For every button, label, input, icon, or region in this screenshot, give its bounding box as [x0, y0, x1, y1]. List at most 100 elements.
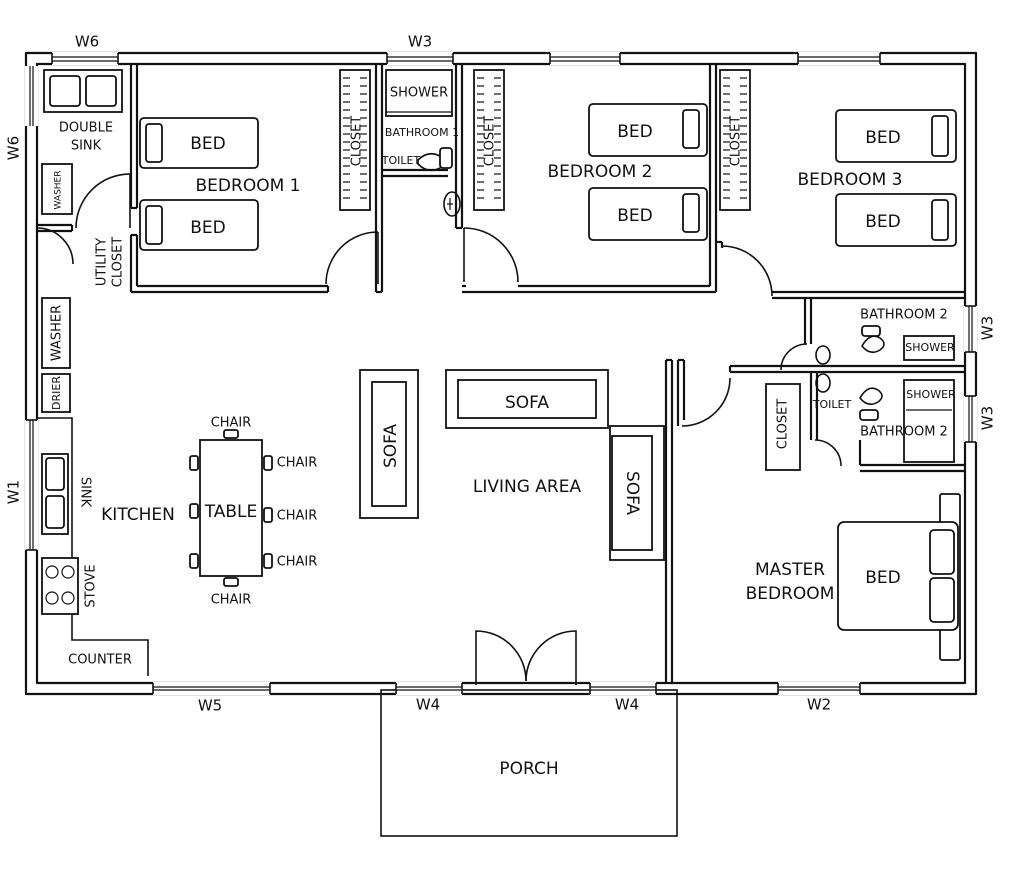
shower-bathroom1: [385, 69, 453, 117]
label-bathroom2-lower: BATHROOM 2: [860, 425, 948, 440]
label-bedroom3: BEDROOM 3: [798, 170, 903, 190]
label-chair-right-3: CHAIR: [277, 555, 318, 570]
bed-bedroom3-top: [835, 109, 957, 163]
drier: [41, 373, 71, 413]
sink-bathroom1: [443, 191, 461, 217]
label-chair-bottom: CHAIR: [211, 593, 252, 608]
closets: [339, 69, 801, 471]
label-bedroom2: BEDROOM 2: [548, 162, 653, 182]
windows: [25, 52, 977, 695]
label-window-w3-right-upper: W3: [979, 316, 997, 340]
dining-set: [189, 429, 273, 587]
bed-bedroom3-bottom: [835, 193, 957, 247]
washer: [41, 297, 71, 369]
label-shower-bath2a: SHOWER: [905, 341, 955, 354]
shower-bathroom2b: [903, 379, 955, 463]
interior-walls: [37, 64, 965, 683]
label-shower-bath1: SHOWER: [390, 86, 448, 101]
bed-bedroom1-top: [139, 117, 259, 169]
bed-bedroom1-bottom: [139, 199, 259, 251]
label-bed-b2-top: BED: [617, 122, 653, 142]
beds: [139, 103, 961, 661]
bathroom-fixtures: [385, 69, 955, 463]
label-sink: SINK: [78, 477, 93, 508]
label-closet-b1: CLOSET: [350, 116, 365, 167]
label-bed-b1-bottom: BED: [190, 218, 226, 238]
label-sofa-right: SOFA: [622, 471, 642, 515]
label-stove: STOVE: [84, 564, 99, 607]
label-kitchen: KITCHEN: [101, 505, 175, 525]
label-double-sink-1: DOUBLE: [59, 121, 113, 136]
label-bathroom2-upper: BATHROOM 2: [860, 308, 948, 323]
label-drier: DRIER: [50, 376, 63, 410]
label-window-w5: W5: [198, 697, 222, 715]
closet-bedroom1: [339, 69, 371, 211]
label-chair-top: CHAIR: [211, 416, 252, 431]
toilet-bathroom2a: [861, 335, 885, 354]
closet-master: [765, 383, 801, 471]
label-bed-master: BED: [865, 568, 901, 588]
label-window-w6-left: W6: [5, 136, 23, 160]
label-washer-upper: WASHER: [54, 171, 64, 210]
chair-left-2: [189, 503, 199, 519]
label-bed-b2-bottom: BED: [617, 206, 653, 226]
bed-bedroom2-top: [588, 103, 708, 157]
label-sofa-left: SOFA: [381, 424, 401, 468]
label-bathroom1: BATHROOM 1: [385, 126, 459, 139]
label-utility-line1: UTILITY: [95, 238, 110, 286]
label-master-line2: BEDROOM: [746, 584, 835, 604]
label-chair-right-2: CHAIR: [277, 509, 318, 524]
dining-table: [199, 439, 263, 577]
label-counter: COUNTER: [68, 653, 132, 668]
label-window-w2: W2: [807, 696, 831, 714]
label-living-area: LIVING AREA: [473, 477, 582, 497]
label-toilet-bath2b: TOILET: [812, 398, 852, 411]
doors: [36, 173, 842, 685]
closet-bedroom2: [473, 69, 505, 211]
chair-left-1: [189, 455, 199, 471]
label-window-w4-right: W4: [615, 696, 639, 714]
label-closet-master: CLOSET: [776, 399, 791, 450]
label-window-w3-right-lower: W3: [979, 406, 997, 430]
label-shower-bath2b: SHOWER: [906, 388, 956, 401]
label-master-line1: MASTER: [755, 560, 825, 580]
outer-wall-outer-line: [24, 51, 978, 696]
closet-hatching: [343, 77, 747, 199]
bed-master: [837, 521, 959, 631]
sink-bathroom2a: [815, 345, 831, 365]
label-washer: WASHER: [50, 305, 65, 361]
chair-bottom: [223, 577, 239, 587]
outer-wall-inner-line: [35, 62, 967, 685]
label-double-sink-2: SINK: [71, 139, 102, 154]
chair-right-2: [263, 507, 273, 523]
shower-bathroom2a: [903, 335, 955, 361]
label-window-w3-top: W3: [408, 33, 432, 51]
counter-outline: [37, 417, 149, 676]
toilet-bathroom2b: [859, 387, 883, 406]
chair-right-3: [263, 553, 273, 569]
label-window-w6-top: W6: [75, 33, 99, 51]
washer-upper: [41, 163, 73, 215]
labels: BEDROOM 1 BEDROOM 2 BEDROOM 3 MASTER BED…: [5, 33, 997, 780]
label-bed-b3-top: BED: [865, 128, 901, 148]
label-bed-b1-top: BED: [190, 134, 226, 154]
living-furniture: [359, 369, 665, 561]
label-porch: PORCH: [499, 759, 558, 779]
sink-bathroom2b: [815, 373, 831, 393]
label-sofa-top: SOFA: [505, 393, 549, 413]
label-table: TABLE: [204, 502, 258, 522]
stove: [41, 557, 79, 615]
closet-bedroom3: [719, 69, 751, 211]
chair-top: [223, 429, 239, 439]
label-bed-b3-bottom: BED: [865, 212, 901, 232]
label-toilet-bath1: TOILET: [381, 154, 421, 167]
porch-outline: [380, 689, 678, 837]
label-bedroom1: BEDROOM 1: [196, 176, 301, 196]
bed-bedroom2-bottom: [588, 187, 708, 241]
chair-right-1: [263, 455, 273, 471]
kitchen-fixtures: [37, 69, 149, 676]
label-utility-line2: CLOSET: [111, 237, 126, 288]
label-chair-right-1: CHAIR: [277, 456, 318, 471]
label-window-w4-left: W4: [416, 696, 440, 714]
